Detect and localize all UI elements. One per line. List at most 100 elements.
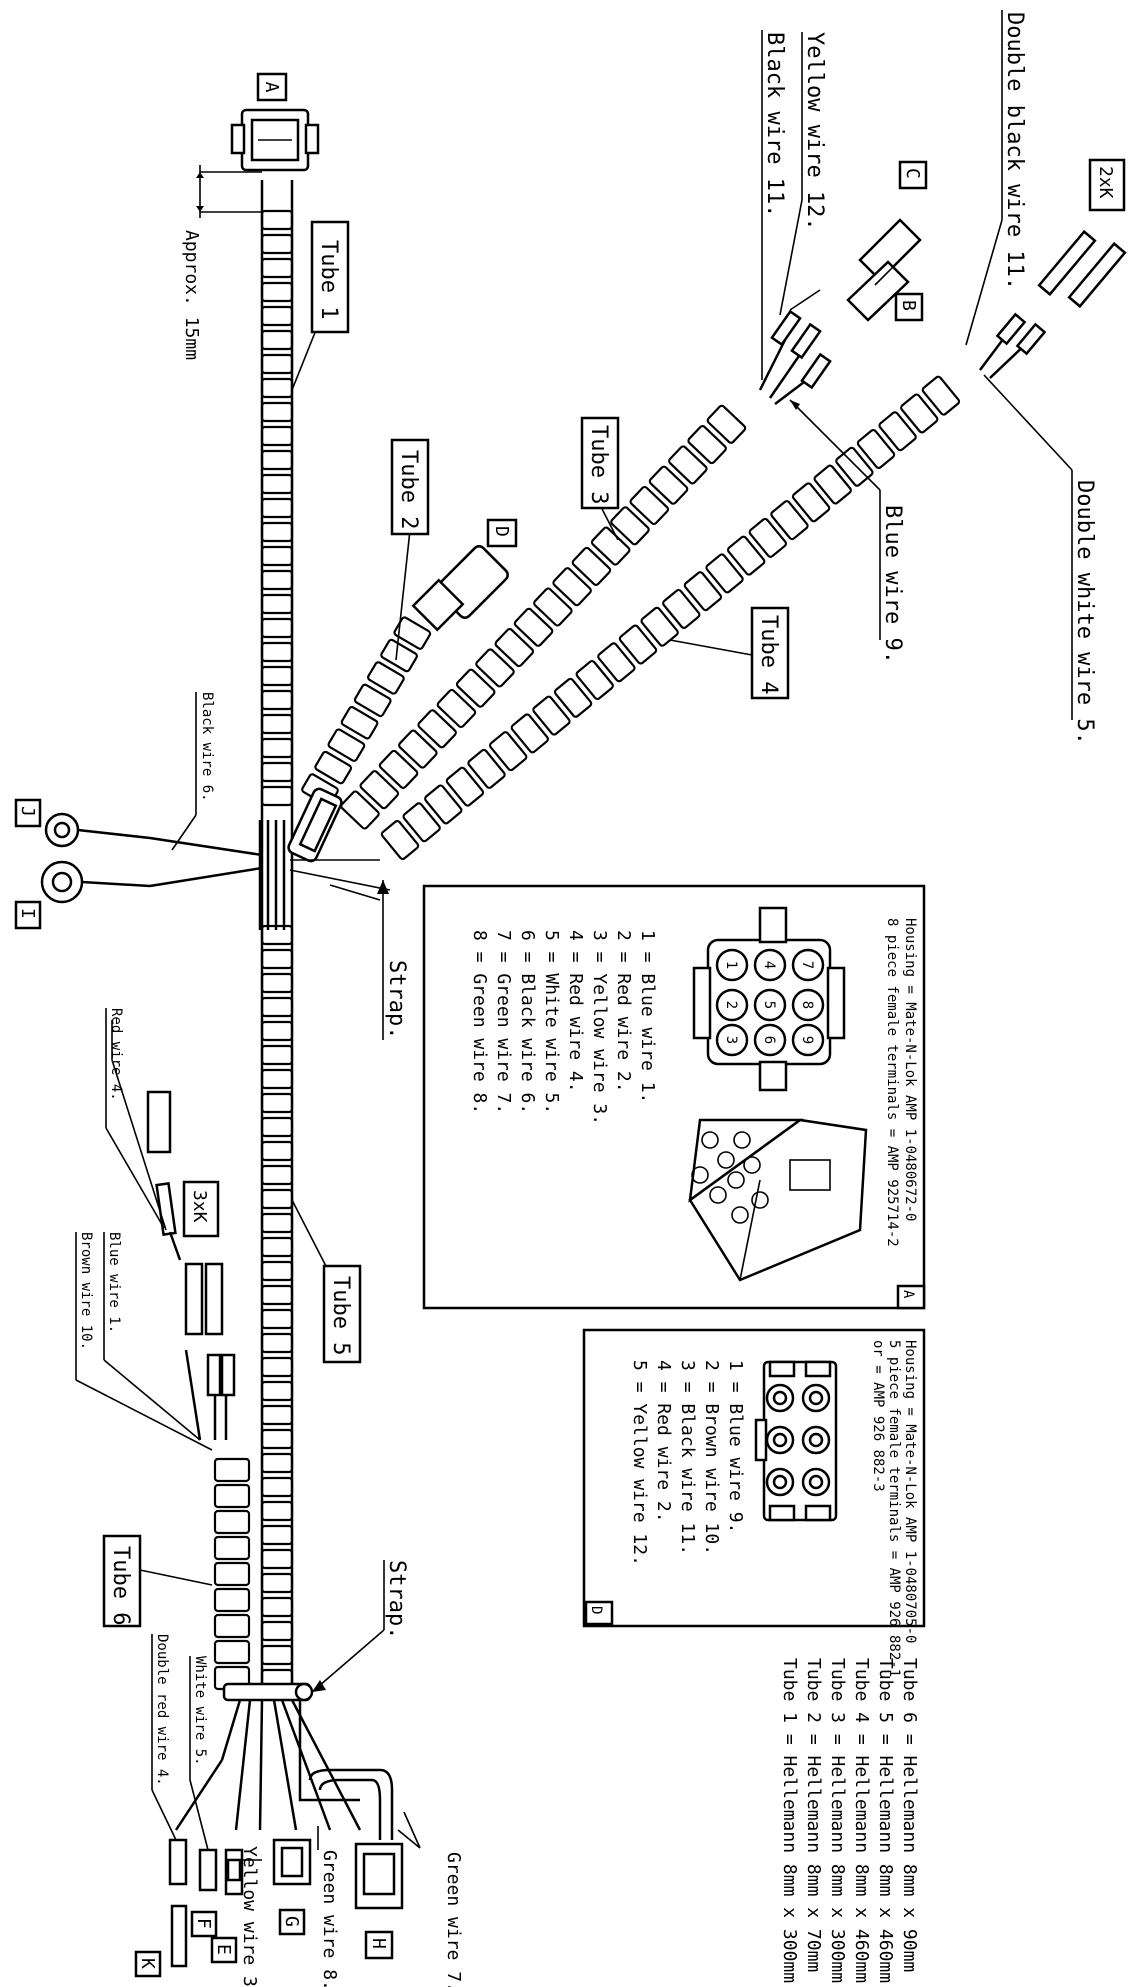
- label-white-wire-5: White wire 5.: [189, 1656, 209, 1851]
- strap-2: [222, 1682, 314, 1702]
- tube-spec-item: Tube 3 = Hellemann 8mm x 300mm: [827, 1658, 848, 1983]
- label-brown-wire-10: Brown wire 10.: [75, 1232, 213, 1451]
- box-d-item: 1 = Blue wire 9.: [725, 1360, 746, 1533]
- box-a-pin-cavity: [715, 1023, 749, 1057]
- box-a-item: 1 = Blue wire 1.: [637, 930, 658, 1103]
- svg-text:K: K: [137, 1958, 158, 1969]
- branch-tube-3: [340, 404, 747, 830]
- svg-text:Yellow wire 12.: Yellow wire 12.: [802, 32, 827, 231]
- connector-tag-a: A: [256, 72, 288, 102]
- ring-terminal-i: [40, 860, 263, 904]
- connector-b-c: [846, 218, 922, 322]
- box-d-pin-cavity-inner: [772, 1474, 788, 1490]
- bottom-wires: [174, 1699, 394, 1840]
- detail-box-a: A Housing = Mate-N-Lok AMP 1-0480672-0 8…: [422, 884, 926, 1310]
- box-a-pin-cavity: [753, 948, 787, 982]
- tube-spec-item: Tube 1 = Hellemann 8mm x 300mm: [779, 1658, 800, 1983]
- connector-tag-f: F: [190, 1910, 218, 1938]
- svg-text:A: A: [900, 1290, 916, 1299]
- tube-2-label: Tube 2: [390, 438, 430, 661]
- connector-tag-d: D: [486, 518, 518, 548]
- connector-tag-k: K: [134, 1950, 162, 1978]
- svg-text:H: H: [368, 1938, 389, 1949]
- label-double-red-wire-4: Double red wire 4.: [151, 1634, 177, 1841]
- box-a-pin-cavity: [791, 948, 825, 982]
- connector-3xk: 3xK: [182, 1180, 220, 1238]
- label-red-wire-4: Red wire 4.: [105, 1008, 165, 1229]
- svg-text:Green wire 8.: Green wire 8.: [319, 1850, 340, 1987]
- box-a-pin-cavity: [753, 988, 787, 1022]
- label-black-wire-6: Black wire 6.: [171, 692, 215, 851]
- svg-text:Yellow wire 3.: Yellow wire 3.: [239, 1846, 260, 1987]
- label-double-black-wire-11: Double black wire 11.: [965, 10, 1027, 346]
- connector-2xk: 2xK: [1037, 158, 1127, 309]
- svg-text:E: E: [213, 1944, 234, 1955]
- svg-text:8 piece female terminals = AMP: 8 piece female terminals = AMP 925714-2: [884, 918, 900, 1247]
- box-a-pin-cavity: [791, 1023, 825, 1057]
- svg-text:Black wire 6.: Black wire 6.: [199, 692, 215, 802]
- main-trunk-tubing: [260, 209, 294, 1690]
- svg-text:B: B: [898, 300, 919, 311]
- svg-text:Tube 2: Tube 2: [396, 450, 421, 529]
- svg-text:White wire 5.: White wire 5.: [192, 1656, 208, 1766]
- svg-text:Brown wire 10.: Brown wire 10.: [78, 1232, 94, 1350]
- tube-1-label: Tube 1: [291, 220, 350, 391]
- svg-text:Black wire 11.: Black wire 11.: [762, 32, 787, 217]
- label-double-white-wire-5: Double white wire 5.: [983, 374, 1097, 745]
- box-d-pin-list: 1 = Blue wire 9. 2 = Brown wire 10. 3 = …: [629, 1360, 746, 1566]
- svg-text:A: A: [261, 82, 282, 93]
- tube-4-terminals: [979, 312, 1047, 379]
- svg-text:F: F: [193, 1918, 214, 1929]
- tube-spec-list: Tube 6 = Hellemann 8mm x 90mm Tube 5 = H…: [779, 1658, 920, 1983]
- box-a-item: 2 = Red wire 2.: [613, 930, 634, 1093]
- ring-terminal-j: [44, 812, 263, 857]
- bottom-terminals: [168, 1838, 244, 1896]
- tube-spec-item: Tube 6 = Hellemann 8mm x 90mm: [899, 1658, 920, 1972]
- box-a-pin-number: 5: [761, 1001, 777, 1009]
- box-a-pin-cavity: [753, 1023, 787, 1057]
- box-a-item: 6 = Black wire 6.: [517, 930, 538, 1114]
- box-a-item: 4 = Red wire 4.: [565, 930, 586, 1093]
- box-a-pin-number: 3: [723, 1036, 739, 1044]
- svg-text:G: G: [281, 1916, 302, 1927]
- svg-text:I: I: [17, 908, 38, 919]
- label-strap-2: Strap.: [311, 1560, 409, 1693]
- svg-text:C: C: [902, 168, 923, 179]
- connector-tag-h: H: [364, 1930, 394, 1960]
- tube-3-label: Tube 3: [580, 416, 620, 541]
- detail-box-d: D Housing = Mate-N-Lok AMP 1-0480705-0 5…: [582, 1328, 926, 1677]
- box-d-item: 2 = Brown wire 10.: [701, 1360, 722, 1555]
- label-blue-wire-9: Blue wire 9.: [789, 399, 905, 664]
- label-blue-wire-1: Blue wire 1.: [103, 1232, 201, 1441]
- branch-tube-4: [380, 375, 961, 860]
- label-yellow-wire-12: Yellow wire 12.: [779, 32, 827, 316]
- box-a-housing-iso: [688, 1118, 868, 1282]
- box-d-pin-cavity-inner: [808, 1474, 824, 1490]
- tube-6-tubing: [213, 1457, 251, 1691]
- box-d-pin-cavity-inner: [808, 1432, 824, 1448]
- box-a-pin-cavity: [791, 988, 825, 1022]
- svg-text:Tube 5: Tube 5: [328, 1276, 353, 1355]
- label-green-wire-8: Green wire 8.: [317, 1826, 340, 1987]
- svg-text:D: D: [491, 526, 512, 537]
- connector-a-plug: [230, 108, 320, 172]
- approx-dimension: Approx. 15mm: [181, 165, 262, 360]
- svg-text:or = AMP 926 882-3: or = AMP 926 882-3: [870, 1340, 886, 1492]
- svg-text:2xK: 2xK: [1095, 166, 1116, 199]
- svg-text:Double black wire 11.: Double black wire 11.: [1002, 12, 1027, 290]
- bottom-terminal-k: [170, 1904, 188, 1968]
- box-a-pin-number: 4: [761, 961, 777, 969]
- box-d-item: 3 = Black wire 11.: [677, 1360, 698, 1555]
- svg-text:Tube 6: Tube 6: [108, 1546, 133, 1625]
- tube-spec-item: Tube 4 = Hellemann 8mm x 460mm: [851, 1658, 872, 1983]
- box-a-pin-number: 1: [723, 961, 739, 969]
- svg-text:Red wire 4.: Red wire 4.: [108, 1008, 124, 1101]
- box-a-pin-cavity: [715, 948, 749, 982]
- connector-h: [354, 1842, 404, 1910]
- connector-tag-j: J: [14, 798, 42, 828]
- tube-spec-item: Tube 2 = Hellemann 8mm x 70mm: [803, 1658, 824, 1972]
- approx-label: Approx. 15mm: [181, 230, 202, 360]
- svg-text:Green wire 7.: Green wire 7.: [443, 1852, 464, 1987]
